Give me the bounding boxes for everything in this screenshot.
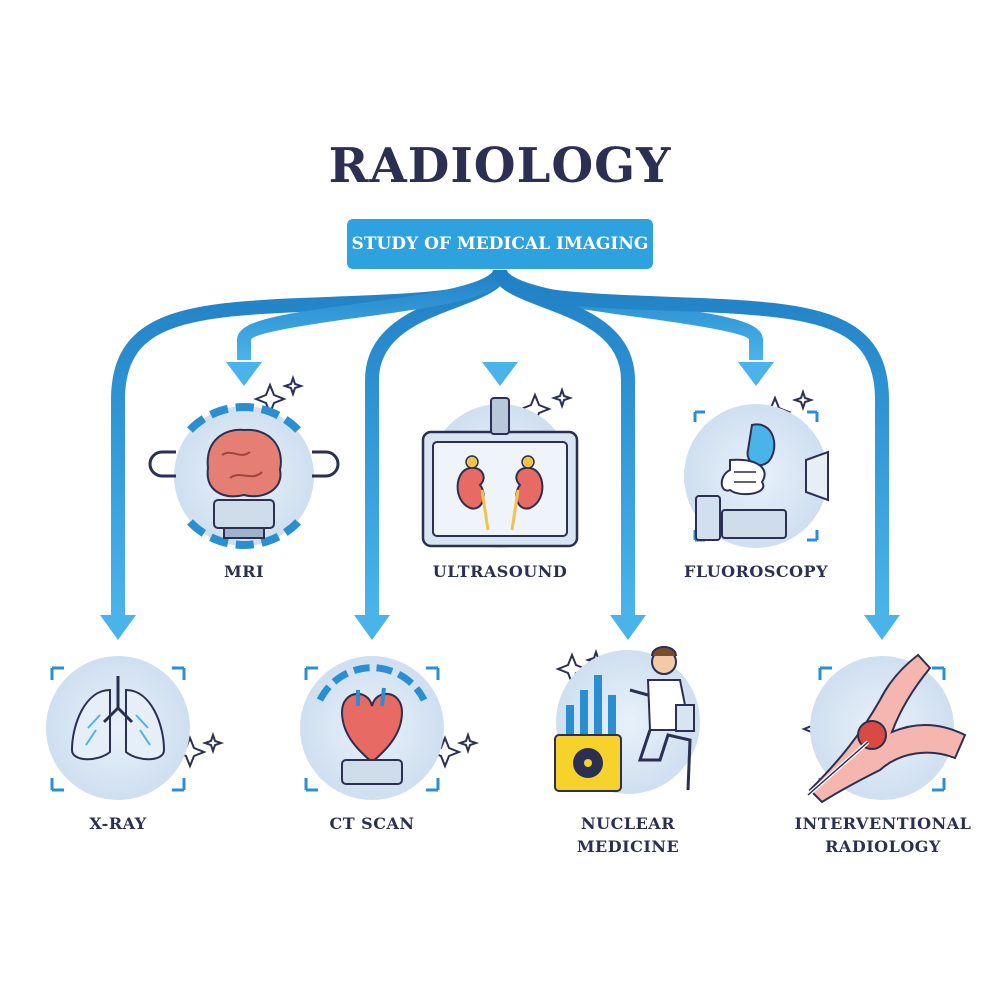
sparkle-icon <box>791 388 815 412</box>
interventional-radiology-label-line2: RADIOLOGY <box>825 837 941 856</box>
interventional-radiology-label: INTERVENTIONAL RADIOLOGY <box>790 812 976 858</box>
mri-label: MRI <box>224 562 264 581</box>
fluoroscopy-label: FLUOROSCOPY <box>683 562 829 581</box>
subtitle-badge: STUDY OF MEDICAL IMAGING <box>347 219 653 269</box>
heart-ct-icon <box>300 656 444 800</box>
arrowhead-fluoro <box>738 362 774 386</box>
nuclear-medicine-label: NUCLEAR MEDICINE <box>553 812 703 858</box>
lungs-xray-icon <box>46 656 190 800</box>
xray-label: X-RAY <box>89 814 147 833</box>
sparkle-icon <box>456 731 480 755</box>
radioactive-doctor-icon <box>554 646 700 794</box>
interventional-radiology-label-line1: INTERVENTIONAL <box>794 814 972 833</box>
nuclear-medicine-label-line2: MEDICINE <box>576 837 680 856</box>
arrowhead-nuclear <box>610 615 646 640</box>
nuclear-medicine-label-line1: NUCLEAR <box>581 814 675 833</box>
ct-scan-label: CT SCAN <box>329 814 415 833</box>
arrowhead-ultrasound <box>482 362 518 386</box>
kidney-ultrasound-icon <box>421 397 579 548</box>
sparkle-icon <box>550 386 574 410</box>
arrow-fluoro <box>493 267 763 360</box>
sparkle-icon <box>281 374 305 398</box>
arrowhead-mri <box>226 362 262 386</box>
catheter-vessel-icon <box>806 653 967 804</box>
arrow-mri <box>237 267 507 360</box>
page-title: RADIOLOGY <box>328 138 672 194</box>
sparkle-icon <box>201 731 225 755</box>
arrow-heads <box>100 362 900 640</box>
ultrasound-label: ULTRASOUND <box>432 562 568 581</box>
arrowhead-ct <box>354 615 390 640</box>
stomach-fluoroscopy-icon <box>684 404 829 548</box>
connector-arrows <box>111 267 889 615</box>
arrow-interventional <box>493 268 889 615</box>
brain-scanner-icon <box>148 403 340 549</box>
arrowhead-interventional <box>864 615 900 640</box>
arrowhead-xray <box>100 615 136 640</box>
xray-circle <box>46 656 190 800</box>
